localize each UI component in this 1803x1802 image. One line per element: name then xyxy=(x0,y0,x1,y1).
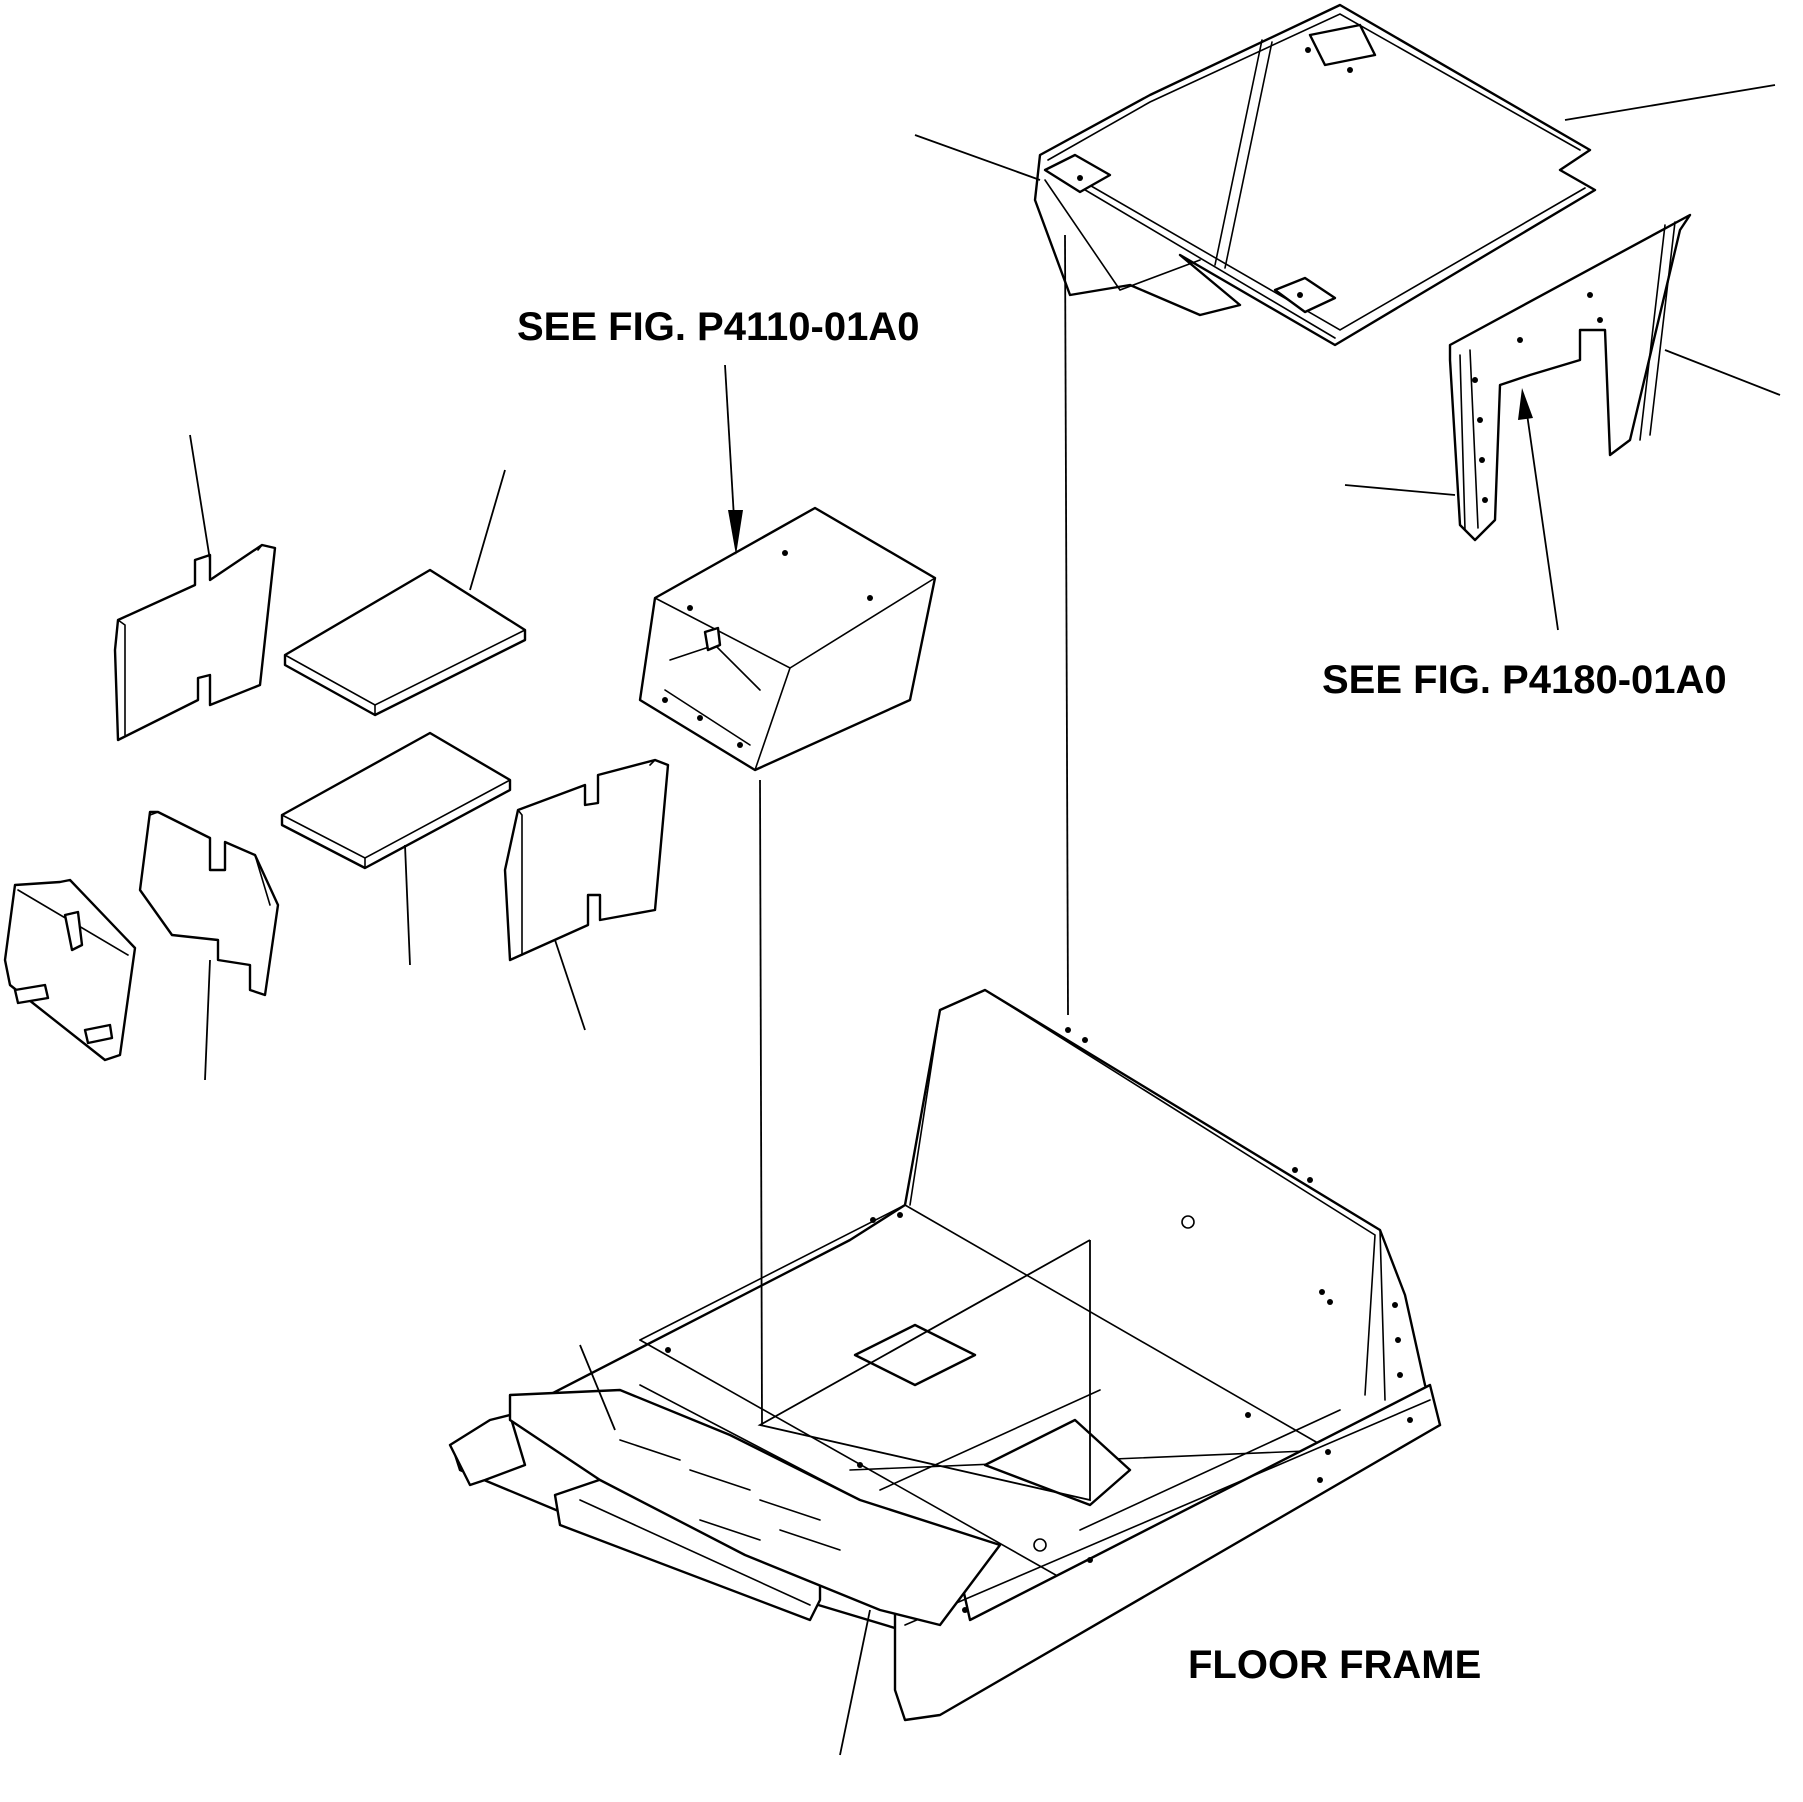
top-cover-panel xyxy=(1033,3,1597,347)
leader-cover-drop xyxy=(1064,234,1069,1016)
leader-ref-upper xyxy=(724,364,736,536)
leader-front-plate xyxy=(579,1344,616,1431)
arrowhead-ref-right xyxy=(1518,388,1533,420)
leader-side-panel-left xyxy=(1344,484,1456,496)
left-pad-upper xyxy=(113,543,277,742)
leader-side-panel-right xyxy=(1664,349,1781,396)
leader-flat-plate-lower xyxy=(404,844,411,966)
flat-plate-upper xyxy=(283,568,527,717)
center-pad xyxy=(503,758,670,962)
floor-frame-label: FLOOR FRAME xyxy=(1188,1643,1481,1687)
leader-center-pad xyxy=(554,939,586,1031)
leader-top-cover-left xyxy=(914,134,1041,181)
leader-floor-diag xyxy=(757,1239,1091,1502)
ref-label-upper: SEE FIG. P4110-01A0 xyxy=(517,305,919,349)
leader-lines xyxy=(189,84,1781,1756)
hinged-door-panel xyxy=(3,878,137,1062)
arrowhead-ref-upper xyxy=(728,510,743,555)
center-box xyxy=(638,506,937,772)
leader-flat-plate-upper xyxy=(469,469,506,591)
leader-left-pad-upper xyxy=(189,434,211,561)
leader-box-drop xyxy=(759,779,763,1426)
ref-label-right: SEE FIG. P4180-01A0 xyxy=(1322,658,1727,702)
right-side-panel xyxy=(1448,213,1692,542)
left-pad-lower xyxy=(138,810,280,997)
leader-top-cover-right xyxy=(1564,84,1776,121)
floor-frame xyxy=(448,988,1442,1722)
leader-ref-right xyxy=(1524,399,1559,631)
leader-left-pad-lower xyxy=(204,959,211,1081)
leader-step xyxy=(839,1609,871,1756)
flat-plate-lower xyxy=(280,731,512,870)
